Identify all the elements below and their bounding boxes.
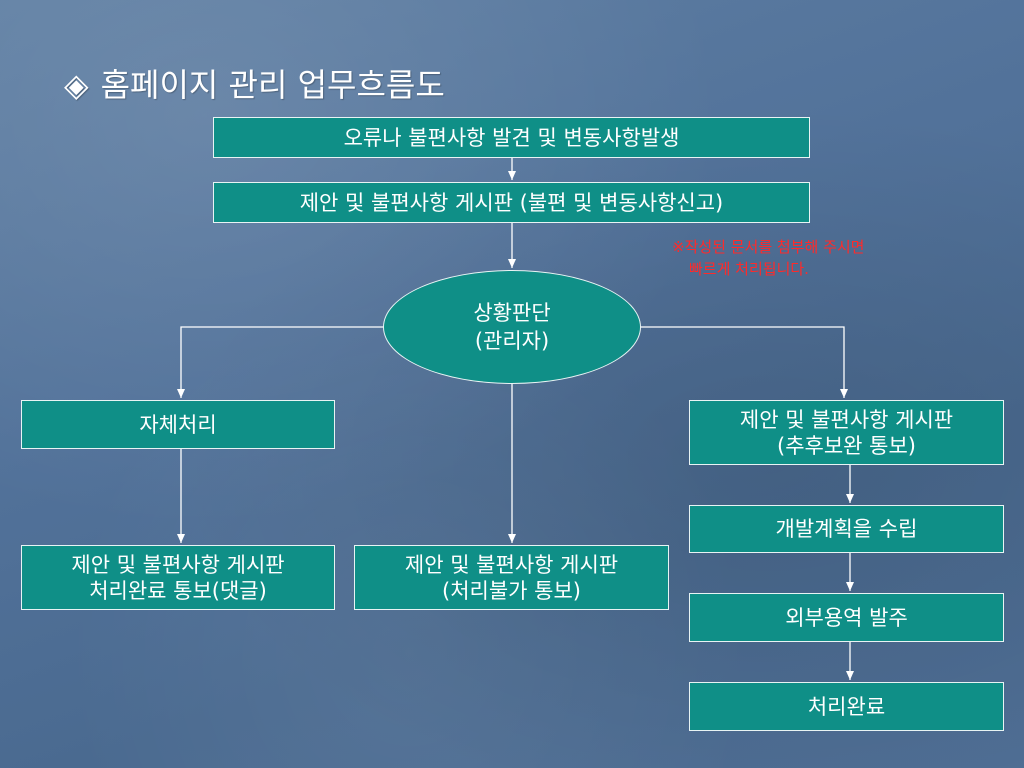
node-completed: 처리완료 — [689, 682, 1004, 731]
page-title: ◈ 홈페이지 관리 업무흐름도 — [64, 60, 445, 106]
node-board-followup-line2: (추후보완 통보) — [777, 433, 916, 458]
node-report: 오류나 불편사항 발견 및 변동사항발생 — [213, 117, 810, 158]
attachment-note: ※작성된 문서를 첨부해 주시면 빠르게 처리됩니다. — [672, 236, 864, 280]
node-judgement-line1: 상황판단 — [473, 301, 551, 325]
node-dev-plan: 개발계획을 수립 — [689, 505, 1004, 553]
node-board-done-comment-line1: 제안 및 불편사항 게시판 — [71, 552, 285, 577]
attachment-note-line1: ※작성된 문서를 첨부해 주시면 — [672, 238, 865, 256]
node-completed-label: 처리완료 — [807, 694, 886, 719]
node-board-followup: 제안 및 불편사항 게시판 (추후보완 통보) — [689, 400, 1004, 465]
node-board-done-comment: 제안 및 불편사항 게시판 처리완료 통보(댓글) — [21, 545, 335, 610]
node-board-report: 제안 및 불편사항 게시판 (불편 및 변동사항신고) — [213, 182, 810, 223]
node-board-impossible-line2: (처리불가 통보) — [442, 578, 581, 603]
node-self-process: 자체처리 — [21, 400, 335, 449]
node-board-impossible: 제안 및 불편사항 게시판 (처리불가 통보) — [354, 545, 669, 610]
node-outsourcing: 외부용역 발주 — [689, 593, 1004, 642]
node-board-impossible-line1: 제안 및 불편사항 게시판 — [404, 552, 619, 577]
diamond-bullet-icon: ◈ — [64, 66, 89, 104]
attachment-note-line2: 빠르게 처리됩니다. — [689, 260, 809, 278]
node-self-process-label: 자체처리 — [139, 412, 217, 437]
node-judgement-line2: (관리자) — [474, 329, 550, 353]
node-board-done-comment-line2: 처리완료 통보(댓글) — [89, 578, 267, 603]
node-dev-plan-label: 개발계획을 수립 — [775, 517, 918, 541]
node-board-report-label: 제안 및 불편사항 게시판 (불편 및 변동사항신고) — [299, 190, 724, 215]
arrow-judgement-to-self-process — [177, 326, 386, 398]
node-outsourcing-label: 외부용역 발주 — [785, 605, 908, 630]
page-title-text: 홈페이지 관리 업무흐름도 — [100, 66, 445, 104]
node-board-followup-line1: 제안 및 불편사항 게시판 — [739, 407, 954, 432]
node-judgement: 상황판단 (관리자) — [383, 270, 641, 384]
node-report-label: 오류나 불편사항 발견 및 변동사항발생 — [343, 125, 680, 150]
arrow-judgement-to-board-followup — [639, 326, 848, 398]
